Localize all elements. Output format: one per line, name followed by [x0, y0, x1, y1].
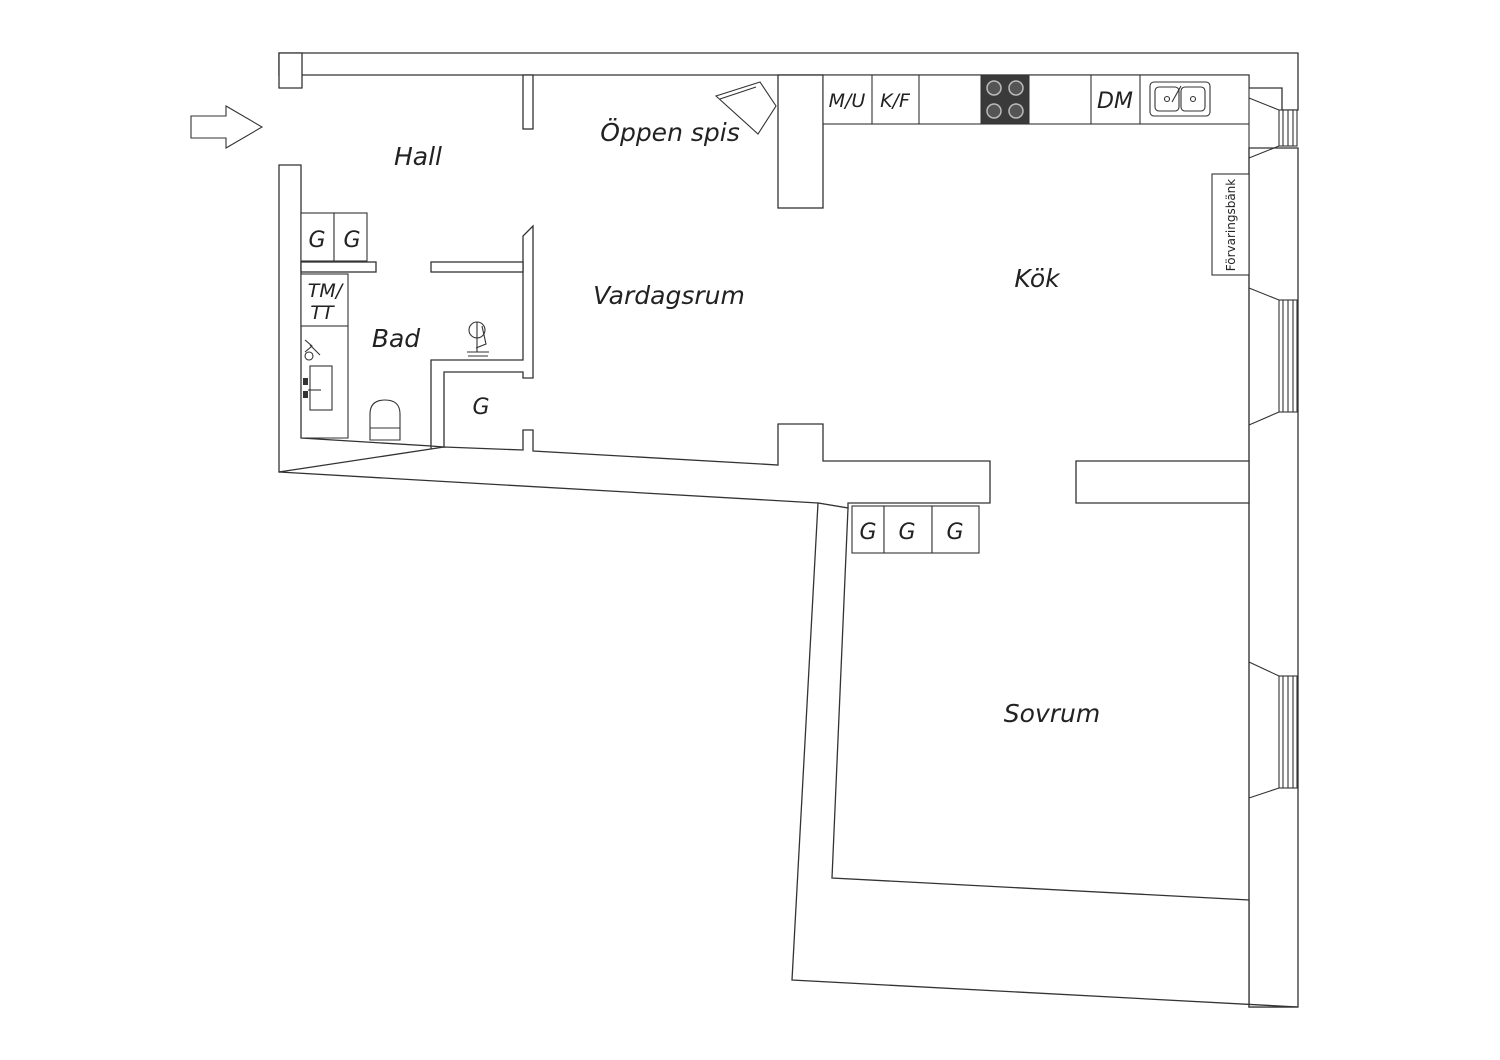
bath-counter: [301, 325, 349, 439]
label-g-hall-2: G: [343, 228, 360, 253]
room-label-oppen-spis: Öppen spis: [600, 118, 739, 147]
wall-right: [1248, 147, 1299, 1008]
wall-bedroom-outer: [791, 502, 1299, 1008]
sink-icon: [1149, 81, 1211, 117]
label-g-bed-2: G: [898, 520, 915, 545]
wall-left-upper: [278, 52, 303, 89]
wall-closet-top: [430, 261, 524, 273]
wall-bath-right: [430, 224, 534, 448]
label-g-closet: G: [472, 395, 489, 420]
label-dm: DM: [1097, 89, 1133, 114]
label-kf: K/F: [880, 90, 911, 112]
label-g-bed-1: G: [859, 520, 876, 545]
wall-bottom-left: [278, 423, 991, 509]
label-mu: M/U: [829, 90, 866, 112]
hall-wardrobes: [300, 212, 368, 262]
label-g-hall-1: G: [308, 228, 325, 253]
wall-hall-living-upper: [522, 74, 534, 130]
wall-bath-top: [300, 261, 377, 273]
room-label-vardagsrum: Vardagsrum: [593, 281, 745, 310]
bedroom-wardrobes: [851, 505, 980, 554]
room-label-sovrum: Sovrum: [1004, 699, 1100, 728]
label-g-bed-3: G: [946, 520, 963, 545]
room-label-kok: Kök: [1014, 264, 1061, 293]
room-label-hall: Hall: [394, 142, 442, 171]
room-label-bad: Bad: [372, 324, 420, 353]
washer-dryer: [300, 273, 349, 327]
fireplace-icon: [714, 81, 777, 135]
wall-living-kitchen-upper: [777, 74, 824, 209]
washbasin-icon: [303, 339, 333, 411]
toilet-icon: [369, 399, 401, 441]
entrance-arrow-icon: [190, 105, 264, 149]
label-tt: TT: [310, 302, 335, 324]
storage-bench: [1211, 173, 1250, 276]
stove-icon: [980, 74, 1030, 125]
wall-kitchen-bedroom-right: [1075, 460, 1250, 504]
shower-icon: [467, 321, 489, 357]
label-forvaringsbank: Förvaringsbänk: [1224, 179, 1238, 272]
label-tm: TM/: [308, 280, 345, 302]
